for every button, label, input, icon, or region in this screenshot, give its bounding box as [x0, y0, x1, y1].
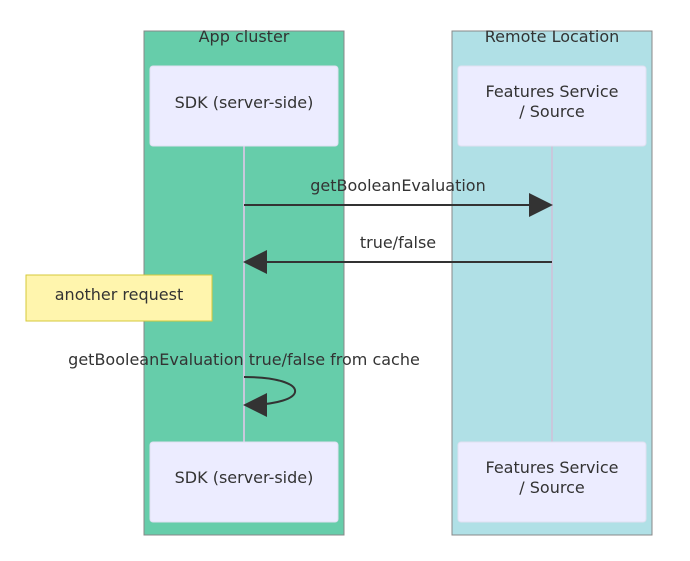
- features-participant-bottom-label-line1: Features Service: [485, 458, 618, 477]
- sdk-participant-top[interactable]: [149, 65, 339, 147]
- features-participant-bottom[interactable]: [457, 441, 647, 523]
- sdk-participant-bottom-label: SDK (server-side): [175, 468, 314, 487]
- message-label: getBooleanEvaluation: [310, 176, 485, 195]
- note-box: [25, 274, 213, 322]
- sdk-participant-top-label: SDK (server-side): [175, 93, 314, 112]
- features-participant-top[interactable]: [457, 65, 647, 147]
- group-app-cluster-title: App cluster: [199, 27, 290, 46]
- group-remote-location-title: Remote Location: [485, 27, 620, 46]
- note-text: another request: [55, 285, 183, 304]
- features-participant-top-label-line2: / Source: [519, 102, 584, 121]
- features-participant-bottom-label-line2: / Source: [519, 478, 584, 497]
- sdk-participant-bottom[interactable]: [149, 441, 339, 523]
- self-message-arrow: [243, 376, 296, 417]
- message-label: true/false: [360, 233, 436, 252]
- message-label: getBooleanEvaluation true/false from cac…: [68, 350, 420, 369]
- features-participant-top-label-line1: Features Service: [485, 82, 618, 101]
